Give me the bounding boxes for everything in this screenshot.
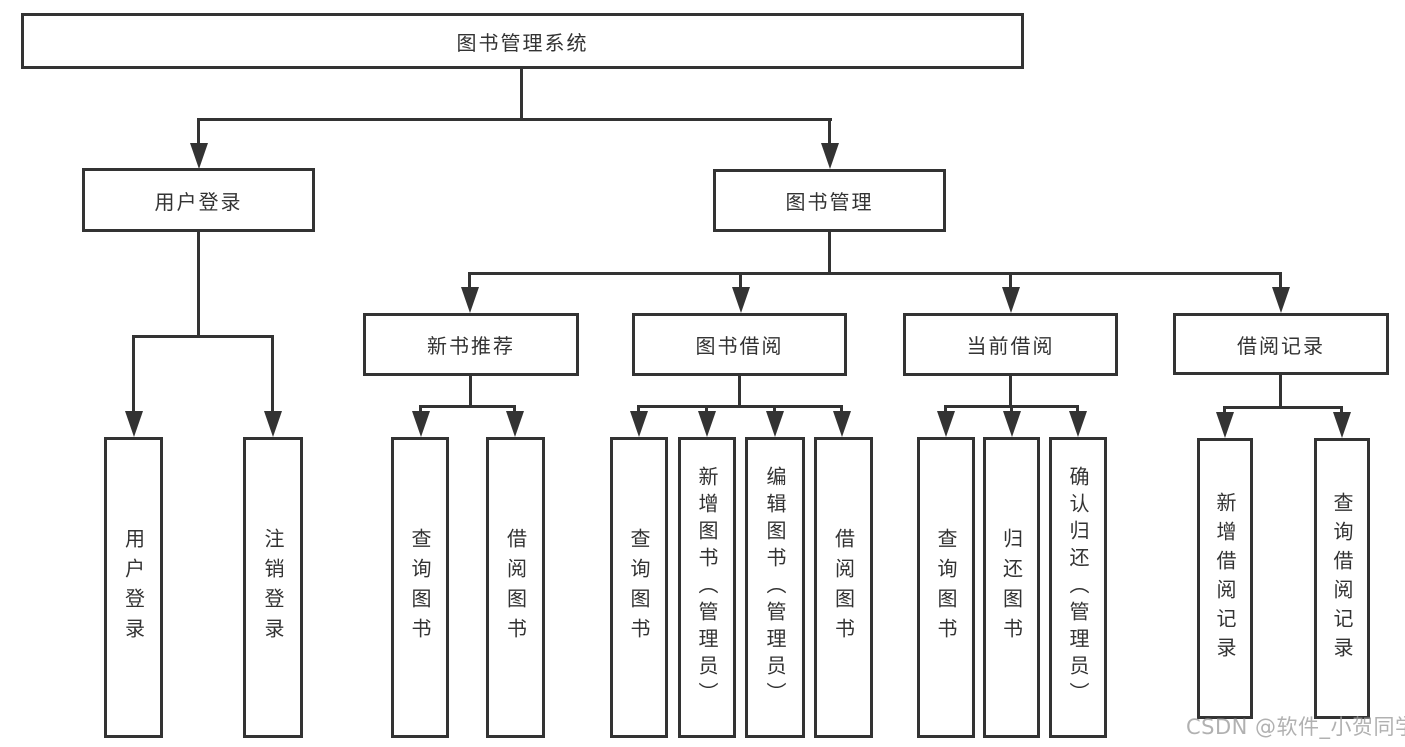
- leaf-query-borrow-record: 查询借阅记录: [1314, 438, 1370, 719]
- node-borrow-records: 借阅记录: [1173, 313, 1389, 375]
- leaf-query-books-new-label: 查询图书: [408, 527, 432, 648]
- arrow-down-icon: [125, 411, 143, 437]
- connector-line: [828, 118, 831, 145]
- arrow-down-icon: [833, 411, 851, 437]
- leaf-query-books-borrow-label: 查询图书: [627, 527, 651, 648]
- arrow-down-icon: [461, 287, 479, 313]
- connector-line: [739, 272, 742, 289]
- leaf-confirm-return-admin: 确认归还（管理员）: [1049, 437, 1107, 738]
- leaf-query-borrow-record-label: 查询借阅记录: [1330, 491, 1354, 666]
- connector-line: [773, 405, 776, 413]
- leaf-confirm-return-admin-label: 确认归还（管理员）: [1066, 466, 1090, 709]
- connector-line: [944, 405, 947, 413]
- connector-line: [1009, 272, 1012, 289]
- connector-line: [513, 405, 516, 413]
- connector-line: [132, 335, 135, 413]
- leaf-query-books-borrow: 查询图书: [610, 437, 668, 738]
- connector-line: [197, 232, 200, 335]
- connector-line: [637, 405, 843, 408]
- arrow-down-icon: [1216, 412, 1234, 438]
- leaf-add-borrow-record-label: 新增借阅记录: [1213, 491, 1237, 666]
- leaf-query-books-current-label: 查询图书: [934, 527, 958, 648]
- leaf-borrow-books-label: 借阅图书: [831, 527, 856, 648]
- arrow-down-icon: [1272, 287, 1290, 313]
- connector-line: [840, 405, 843, 413]
- node-book-management-label: 图书管理: [785, 190, 874, 214]
- node-new-book-recommend-label: 新书推荐: [427, 334, 515, 358]
- leaf-add-borrow-record: 新增借阅记录: [1197, 438, 1253, 719]
- connector-line: [271, 335, 274, 413]
- arrow-down-icon: [630, 411, 648, 437]
- arrow-down-icon: [412, 411, 430, 437]
- connector-line: [705, 405, 708, 413]
- leaf-query-books-new: 查询图书: [391, 437, 449, 738]
- leaf-edit-books-admin: 编辑图书（管理员）: [745, 437, 805, 738]
- node-current-borrow-label: 当前借阅: [966, 334, 1055, 358]
- node-user-login-label: 用户登录: [154, 189, 243, 214]
- connector-line: [738, 376, 741, 405]
- leaf-logout-label: 注销登录: [261, 527, 285, 648]
- leaf-user-login-label: 用户登录: [121, 527, 146, 648]
- leaf-borrow-books: 借阅图书: [814, 437, 873, 738]
- node-new-book-recommend: 新书推荐: [363, 313, 579, 376]
- connector-line: [1223, 406, 1343, 409]
- arrow-down-icon: [698, 411, 716, 437]
- node-book-borrow: 图书借阅: [632, 313, 847, 376]
- watermark-text: CSDN @软件_小贺同学: [1186, 715, 1405, 739]
- connector-line: [1010, 405, 1013, 413]
- connector-line: [1279, 272, 1282, 289]
- arrow-down-icon: [766, 411, 784, 437]
- arrow-down-icon: [1003, 411, 1021, 437]
- leaf-borrow-books-new-label: 借阅图书: [503, 527, 528, 648]
- node-current-borrow: 当前借阅: [903, 313, 1118, 376]
- leaf-borrow-books-new: 借阅图书: [486, 437, 545, 738]
- arrow-down-icon: [1333, 412, 1351, 438]
- connector-line: [1009, 376, 1012, 405]
- connector-line: [1340, 406, 1343, 414]
- leaf-user-login: 用户登录: [104, 437, 163, 738]
- node-book-management: 图书管理: [713, 169, 946, 232]
- leaf-add-books-admin: 新增图书（管理员）: [678, 437, 736, 738]
- leaf-add-books-admin-label: 新增图书（管理员）: [695, 466, 719, 709]
- arrow-down-icon: [937, 411, 955, 437]
- arrow-down-icon: [264, 411, 282, 437]
- leaf-edit-books-admin-label: 编辑图书（管理员）: [763, 466, 787, 709]
- node-book-borrow-label: 图书借阅: [695, 334, 784, 358]
- connector-line: [1279, 375, 1282, 406]
- connector-line: [469, 376, 472, 405]
- arrow-down-icon: [1069, 411, 1087, 437]
- connector-line: [132, 335, 274, 338]
- arrow-down-icon: [1002, 287, 1020, 313]
- arrow-down-icon: [732, 287, 750, 313]
- connector-line: [637, 405, 640, 413]
- connector-line: [468, 272, 471, 289]
- connector-line: [828, 232, 831, 272]
- arrow-down-icon: [821, 143, 839, 169]
- node-borrow-records-label: 借阅记录: [1237, 333, 1325, 358]
- connector-line: [1223, 406, 1226, 414]
- node-system-root: 图书管理系统: [21, 13, 1024, 69]
- node-user-login: 用户登录: [82, 168, 315, 232]
- arrow-down-icon: [506, 411, 524, 437]
- arrow-down-icon: [190, 143, 208, 169]
- connector-line: [468, 272, 1282, 275]
- leaf-logout: 注销登录: [243, 437, 303, 738]
- connector-line: [197, 118, 200, 145]
- connector-line: [197, 118, 832, 121]
- leaf-query-books-current: 查询图书: [917, 437, 975, 738]
- connector-line: [1076, 405, 1079, 413]
- connector-line: [520, 69, 523, 118]
- node-system-root-label: 图书管理系统: [456, 30, 589, 55]
- connector-line: [419, 405, 422, 413]
- connector-line: [419, 405, 516, 408]
- leaf-return-books: 归还图书: [983, 437, 1040, 738]
- leaf-return-books-label: 归还图书: [999, 527, 1024, 648]
